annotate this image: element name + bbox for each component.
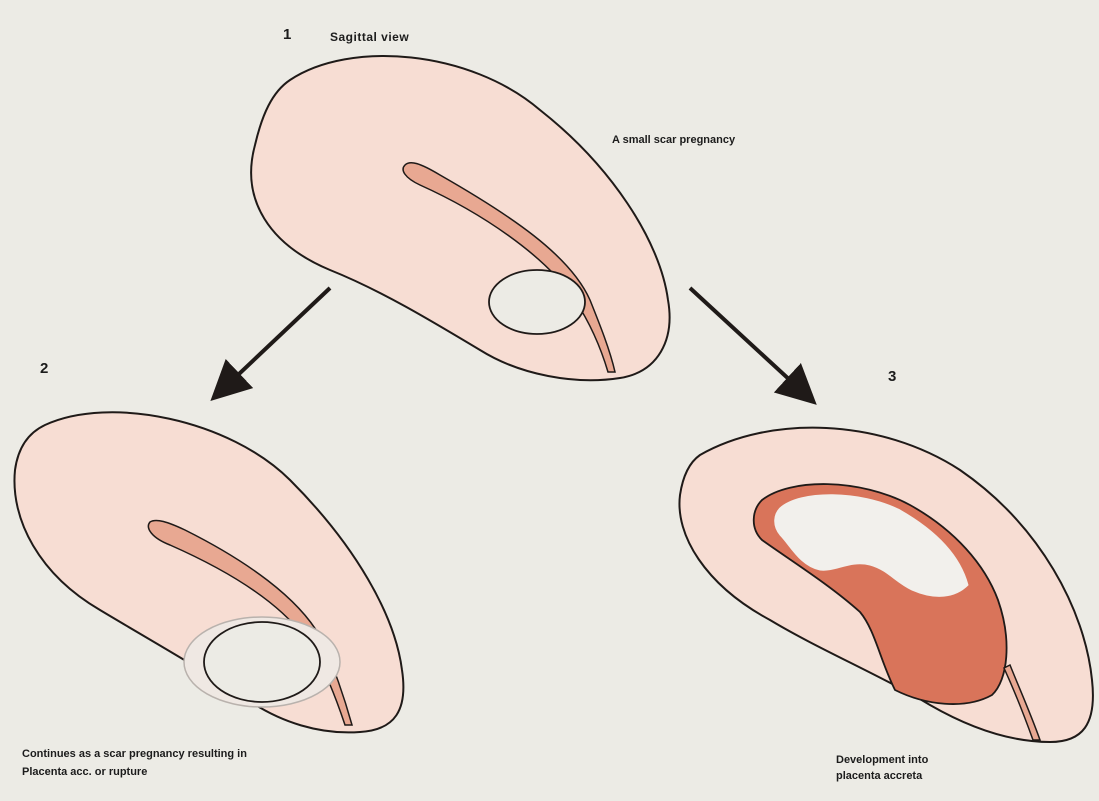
caption-right-line1: Development into xyxy=(836,752,928,768)
gestational-sac-top xyxy=(489,270,585,334)
caption-left-line2: Placenta acc. or rupture xyxy=(22,764,147,780)
uterus-top xyxy=(251,56,669,380)
arrow-left xyxy=(222,288,330,390)
panel-number-right: 3 xyxy=(888,368,896,385)
panel-number-left: 2 xyxy=(40,360,48,377)
caption-right-line2: placenta accreta xyxy=(836,768,922,784)
arrow-right xyxy=(690,288,805,394)
gestational-sac-left xyxy=(204,622,320,702)
caption-left-line1: Continues as a scar pregnancy resulting … xyxy=(22,746,247,762)
view-title: Sagittal view xyxy=(330,30,409,44)
panel-number-top: 1 xyxy=(283,26,291,43)
uterus-right xyxy=(679,428,1092,742)
uterus-top-outline xyxy=(251,56,669,380)
uterus-left xyxy=(14,412,403,732)
caption-top: A small scar pregnancy xyxy=(612,132,735,148)
